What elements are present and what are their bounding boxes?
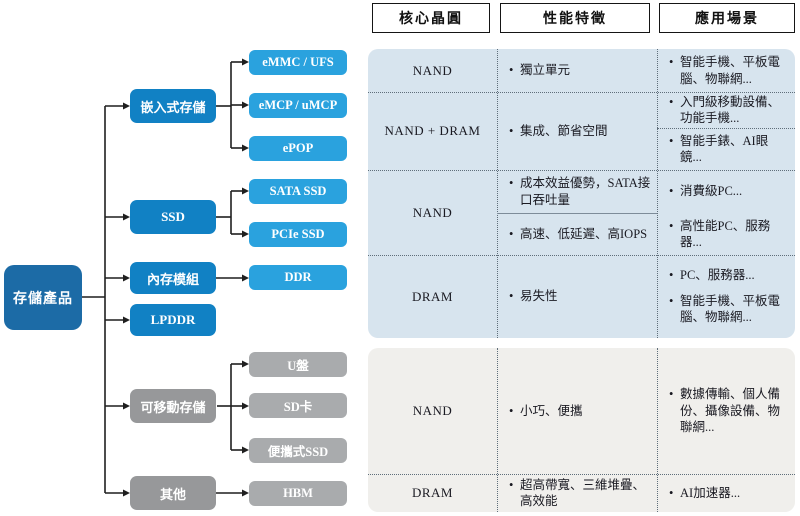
feature-item: 獨立單元 xyxy=(509,62,570,79)
tree-node-lpddr: LPDDR xyxy=(130,304,216,336)
column-divider xyxy=(657,348,658,512)
column-divider xyxy=(497,49,498,338)
application-item: PC、服務器... xyxy=(669,267,755,284)
cell-wafer-row5: NAND xyxy=(412,403,453,418)
cell-apps-row6: AI加速器... xyxy=(657,474,795,512)
tree-leaf-emcp-umcp: eMCP / uMCP xyxy=(249,93,347,118)
cell-apps-row2a: 入門級移動設備、功能手機... xyxy=(657,92,795,128)
tree-node-ssd: SSD xyxy=(130,200,216,234)
tree-node-embedded-storage: 嵌入式存儲 xyxy=(130,89,216,123)
feature-item: 小巧、便攜 xyxy=(509,403,583,420)
tree-node-removable-storage: 可移動存儲 xyxy=(130,389,216,423)
cell-wafer-row1: NAND xyxy=(412,62,453,78)
tree-leaf-usb-drive: U盤 xyxy=(249,352,347,377)
tree-leaf-hbm: HBM xyxy=(249,481,347,506)
sub-row-divider xyxy=(657,128,795,129)
tree-node-memory-module: 內存模組 xyxy=(130,262,216,294)
sub-row-divider xyxy=(497,213,657,214)
cell-apps-row1: 智能手機、平板電腦、物聯網... xyxy=(657,49,795,92)
application-item: 智能手機、平板電腦、物聯網... xyxy=(669,293,789,326)
cell-apps-row4: PC、服務器... 智能手機、平板電腦、物聯網... xyxy=(657,255,795,338)
tree-leaf-sd-card: SD卡 xyxy=(249,393,347,418)
row-divider xyxy=(368,255,795,256)
row-divider xyxy=(368,170,795,171)
row-divider xyxy=(368,474,795,475)
cell-apps-row2b: 智能手錶、AI眼鏡... xyxy=(657,128,795,170)
tree-leaf-emmc-ufs: eMMC / UFS xyxy=(249,50,347,75)
tree-leaf-pcie-ssd: PCIe SSD xyxy=(249,222,347,247)
tree-leaf-ddr: DDR xyxy=(249,265,347,290)
header-core-wafer: 核心晶圓 xyxy=(372,3,490,33)
cell-features-row4: 易失性 xyxy=(497,255,657,338)
cell-wafer-row2: NAND + DRAM xyxy=(384,123,481,138)
feature-item: 高速、低延遲、高IOPS xyxy=(509,226,647,243)
cell-features-row5: 小巧、便攜 xyxy=(497,348,657,474)
cell-features-row3a: 成本效益優勢，SATA接口吞吐量 xyxy=(497,170,657,213)
header-application-scenarios: 應用場景 xyxy=(659,3,795,33)
cell-features-row2: 集成、節省空間 xyxy=(497,92,657,170)
application-item: AI加速器... xyxy=(669,485,740,502)
application-item: 智能手機、平板電腦、物聯網... xyxy=(669,54,789,87)
cell-features-row1: 獨立單元 xyxy=(497,49,657,92)
application-item: 數據傳輸、個人備份、攝像設備、物聯網... xyxy=(669,386,789,436)
application-item: 智能手錶、AI眼鏡... xyxy=(669,133,789,166)
row-divider xyxy=(368,92,795,93)
feature-item: 成本效益優勢，SATA接口吞吐量 xyxy=(509,175,651,208)
column-divider xyxy=(657,49,658,338)
cell-apps-row5: 數據傳輸、個人備份、攝像設備、物聯網... xyxy=(657,348,795,474)
tree-root-storage-products: 存儲產品 xyxy=(4,265,82,330)
feature-item: 集成、節省空間 xyxy=(509,123,608,140)
cell-apps-row3b: 高性能PC、服務器... xyxy=(657,213,795,255)
application-item: 入門級移動設備、功能手機... xyxy=(669,94,789,127)
column-divider xyxy=(497,348,498,512)
feature-item: 超高帶寬、三維堆疊、高效能 xyxy=(509,477,651,510)
cell-features-row6: 超高帶寬、三維堆疊、高效能 xyxy=(497,474,657,512)
feature-item: 易失性 xyxy=(509,288,558,305)
cell-features-row3b: 高速、低延遲、高IOPS xyxy=(497,213,657,255)
cell-wafer-row6: DRAM xyxy=(411,485,453,500)
tree-node-other: 其他 xyxy=(130,476,216,510)
application-item: 消費級PC... xyxy=(669,183,742,200)
cell-apps-row3a: 消費級PC... xyxy=(657,170,795,213)
tree-leaf-epop: ePOP xyxy=(249,136,347,161)
cell-wafer-row3: NAND xyxy=(412,204,453,220)
header-performance-features: 性能特徵 xyxy=(500,3,650,33)
tree-leaf-sata-ssd: SATA SSD xyxy=(249,179,347,204)
cell-wafer-row4: DRAM xyxy=(411,288,453,304)
application-item: 高性能PC、服務器... xyxy=(669,218,789,251)
tree-leaf-portable-ssd: 便攜式SSD xyxy=(249,438,347,463)
